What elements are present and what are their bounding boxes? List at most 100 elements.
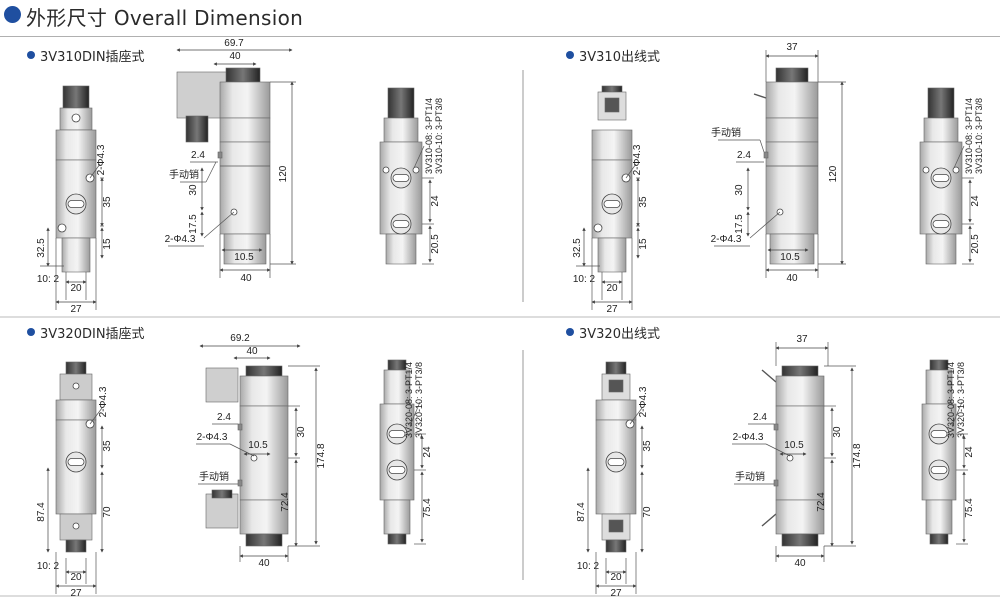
- dimension-label: 20: [606, 283, 618, 294]
- dimension-label: 72.4: [816, 492, 827, 512]
- dimension-label: 3V320-08: 3-PT1/4: [404, 362, 414, 438]
- dimension-label: 10: 2: [577, 561, 600, 572]
- dimension-label: 17.5: [734, 214, 745, 234]
- dimension-label: 3V310-08: 3-PT1/4: [964, 98, 974, 174]
- dimension-label: 24: [422, 446, 433, 458]
- dimension-label: 40: [258, 558, 270, 569]
- dimension-label: 70: [102, 506, 113, 518]
- title-rule: [0, 36, 1000, 37]
- dimension-label: 30: [734, 184, 745, 196]
- dimension-label: 30: [296, 426, 307, 438]
- section-label-3v310-wire: 3V310出线式: [579, 50, 660, 65]
- dimension-label: 手动销: [711, 126, 741, 139]
- dimension-label: 17.5: [188, 214, 199, 234]
- dimension-label: 70: [642, 506, 653, 518]
- dimension-label: 40: [794, 558, 806, 569]
- dimension-label: 40: [246, 346, 258, 357]
- section-label-3v310-din: 3V310DIN插座式: [40, 50, 145, 65]
- dimension-label: 30: [188, 184, 199, 196]
- dimension-label: 87.4: [36, 502, 47, 522]
- dimension-label: 35: [642, 440, 653, 452]
- dimension-label: 2-Φ4.3: [96, 144, 107, 175]
- dimension-label: 3V320-10: 3-PT3/8: [956, 362, 966, 438]
- dimension-label: 2-Φ4.3: [733, 432, 764, 443]
- section-bullet: [566, 51, 574, 59]
- dimension-label: 2-Φ4.3: [197, 432, 228, 443]
- dimension-label: 10: 2: [37, 274, 60, 285]
- dimension-label: 30: [832, 426, 843, 438]
- dimension-label: 3V310-10: 3-PT3/8: [974, 98, 984, 174]
- dimension-label: 2-Φ4.3: [711, 234, 742, 245]
- dimension-label: 10.5: [234, 252, 254, 263]
- dimension-label: 20: [610, 572, 622, 583]
- dimension-label: 27: [70, 588, 82, 599]
- dimension-label: 174.8: [852, 443, 863, 468]
- front-view: 2-Φ4.3 35 15 32.5 10: 2 20 27: [572, 85, 649, 315]
- dimension-label: 35: [102, 440, 113, 452]
- dimension-label: 2.4: [217, 412, 231, 423]
- dimension-label: 24: [430, 195, 441, 207]
- dimension-label: 3V310-10: 3-PT3/8: [434, 98, 444, 174]
- dimension-label: 20: [70, 572, 82, 583]
- dimension-label: 手动销: [735, 470, 765, 483]
- dimension-label: 40: [229, 51, 241, 62]
- dimension-label: 35: [638, 196, 649, 208]
- dimension-label: 27: [70, 304, 82, 315]
- dimension-label: 15: [638, 238, 649, 250]
- dimension-label: 3V320-10: 3-PT3/8: [414, 362, 424, 438]
- dimension-label: 2.4: [753, 412, 767, 423]
- dimension-label: 手动销: [169, 168, 199, 181]
- title-bullet: [4, 6, 21, 23]
- dimension-label: 87.4: [576, 502, 587, 522]
- dimension-label: 15: [102, 238, 113, 250]
- dimension-label: 40: [240, 273, 252, 284]
- dimension-label: 32.5: [572, 238, 583, 258]
- dimension-label: 2-Φ4.3: [638, 386, 649, 417]
- dimension-label: 2-Φ4.3: [165, 234, 196, 245]
- dimension-label: 24: [970, 195, 981, 207]
- dimension-label: 72.4: [280, 492, 291, 512]
- dimension-label: 27: [606, 304, 618, 315]
- dimension-label: 2.4: [737, 150, 751, 161]
- section-bullet: [27, 51, 35, 59]
- section-bullet: [566, 328, 574, 336]
- dimension-label: 10.5: [784, 440, 804, 451]
- dimension-label: 20.5: [970, 234, 981, 254]
- front-view: 2-Φ4.3 35 70 87.4 10: 2 20 27: [576, 361, 653, 599]
- section-label-3v320-din: 3V320DIN插座式: [40, 327, 145, 342]
- dimension-label: 37: [796, 334, 808, 345]
- dimension-label: 27: [610, 588, 622, 599]
- page-title: 外形尺寸 Overall Dimension: [26, 6, 304, 30]
- dimension-label: 手动销: [199, 470, 229, 483]
- side-view: 37 2.4 2-Φ4.3 10.5 30 手动销 72.4 174.8 40: [732, 334, 863, 569]
- section-label-3v320-wire: 3V320出线式: [579, 327, 660, 342]
- dimension-label: 35: [102, 196, 113, 208]
- dimension-label: 174.8: [316, 443, 327, 468]
- dimension-label: 69.2: [230, 333, 250, 344]
- dimension-label: 3V320-08: 3-PT1/4: [946, 362, 956, 438]
- dimension-label: 2-Φ4.3: [98, 386, 109, 417]
- dimension-label: 10: 2: [573, 274, 596, 285]
- dimension-label: 37: [786, 42, 798, 53]
- dimension-label: 2.4: [191, 150, 205, 161]
- section-bullet: [27, 328, 35, 336]
- dimension-label: 10.5: [780, 252, 800, 263]
- dimension-label: 120: [278, 165, 289, 182]
- dimension-label: 40: [786, 273, 798, 284]
- dimension-label: 75.4: [422, 498, 433, 518]
- dimension-label: 75.4: [964, 498, 975, 518]
- dimension-label: 3V310-08: 3-PT1/4: [424, 98, 434, 174]
- front-view: 2-Φ4.3 35 15 32.5 10: 2 20 27: [36, 85, 113, 315]
- dimension-label: 2-Φ4.3: [632, 144, 643, 175]
- dimension-label: 32.5: [36, 238, 47, 258]
- dimension-label: 20: [70, 283, 82, 294]
